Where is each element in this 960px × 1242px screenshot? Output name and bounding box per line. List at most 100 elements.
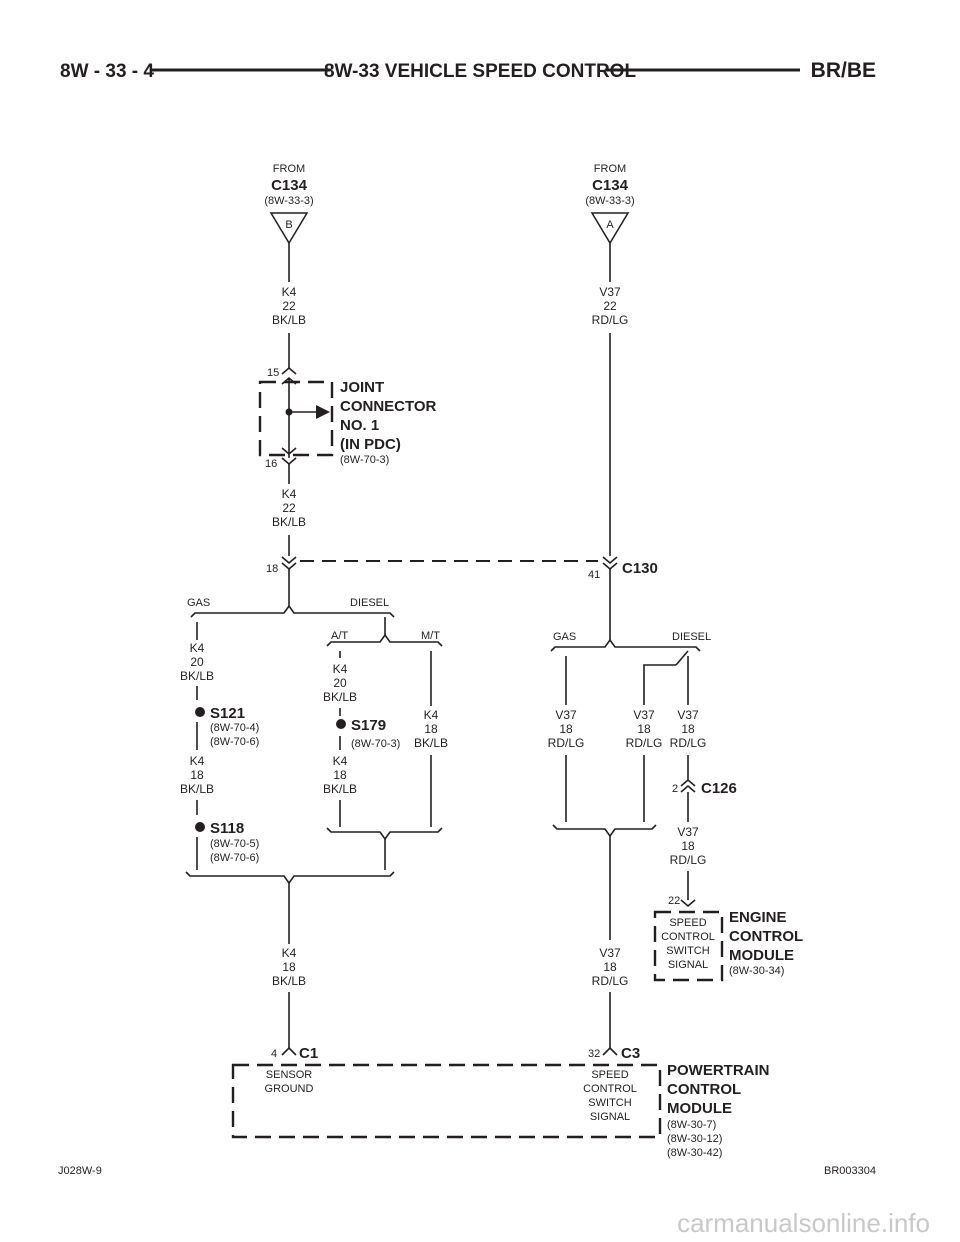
powertrain-control-module: 4 C1 SENSOR GROUND 32 C3 SPEED CONTROL S… xyxy=(231,1045,770,1159)
c126-name: C126 xyxy=(701,780,737,797)
connector-c126: 2 C126 xyxy=(672,778,737,797)
wire-circuit: V37 xyxy=(599,946,621,960)
ecm-circuit-3: SWITCH xyxy=(666,945,709,957)
c3-circuit-1: SPEED xyxy=(591,1069,628,1081)
feed-b-from: FROM xyxy=(273,163,305,175)
wire-label-k4-18-bottom: K4 18 BK/LB xyxy=(272,946,306,988)
engine-control-module: 22 SPEED CONTROL SWITCH SIGNAL ENGINE CO… xyxy=(653,895,803,982)
c130-right-chevron-top-icon xyxy=(602,556,618,565)
feed-a-triangle-icon xyxy=(590,212,630,245)
wire-label-v37-22-top: V37 22 RD/LG xyxy=(592,285,629,327)
pcm-ref-1: (8W-30-7) xyxy=(667,1119,716,1131)
s121-name: S121 xyxy=(210,705,245,722)
v37-option-gas: GAS xyxy=(553,631,576,643)
wire-gauge: 22 xyxy=(603,299,617,313)
wire-label-k4-18-mt: K4 18 BK/LB xyxy=(414,708,448,750)
ecm-title-1: ENGINE xyxy=(729,909,787,926)
wire-label-k4-20-gas: K4 20 BK/LB xyxy=(180,641,214,683)
wire-circuit: V37 xyxy=(677,708,699,722)
wire-gauge: 22 xyxy=(282,501,296,515)
wire-label-k4-20-at: K4 20 BK/LB xyxy=(323,662,357,704)
pcm-title-3: MODULE xyxy=(667,1100,732,1117)
wire-color: BK/LB xyxy=(272,313,306,327)
wire-circuit: V37 xyxy=(599,285,621,299)
joint-pin-top-icon xyxy=(281,366,297,375)
feed-c134-b: FROM C134 (8W-33-3) B xyxy=(264,163,314,245)
splice-s179: S179 (8W-70-3) xyxy=(336,717,400,750)
s118-name: S118 xyxy=(210,820,244,837)
feed-a-from: FROM xyxy=(594,163,626,175)
wire-color: RD/LG xyxy=(626,736,663,750)
k4-option-gas: GAS xyxy=(187,597,210,609)
wire-gauge: 18 xyxy=(603,960,617,974)
s121-ref-2: (8W-70-6) xyxy=(210,736,259,748)
joint-pin-bottom-icon xyxy=(281,457,297,466)
joint-title-3: NO. 1 xyxy=(340,417,379,434)
pcm-box xyxy=(231,1063,662,1139)
joint-title-4: (IN PDC) xyxy=(340,436,401,453)
joint-title-1: JOINT xyxy=(340,379,384,396)
c3-circuit-4: SIGNAL xyxy=(590,1111,630,1123)
k4-option-at: A/T xyxy=(331,630,348,642)
ecm-ref: (8W-30-34) xyxy=(729,965,784,977)
page-number: 8W - 33 - 4 xyxy=(60,61,154,82)
wire-gauge: 18 xyxy=(190,768,204,782)
wire-color: RD/LG xyxy=(670,736,707,750)
wire-label-v37-18-bottom: V37 18 RD/LG xyxy=(592,946,629,988)
k4-at-mt-branch xyxy=(326,633,443,647)
joint-arrow-icon xyxy=(316,405,330,419)
c130-name: C130 xyxy=(622,560,658,577)
c130-pin-18: 18 xyxy=(266,563,278,575)
feed-b-pin: B xyxy=(285,219,292,231)
k4-gas-diesel-branch xyxy=(190,604,395,618)
wire-label-k4-18-gas: K4 18 BK/LB xyxy=(180,754,214,796)
wire-color: BK/LB xyxy=(323,690,357,704)
ecm-circuit-1: SPEED xyxy=(669,917,706,929)
wire-color: RD/LG xyxy=(548,736,585,750)
s118-ref-2: (8W-70-6) xyxy=(210,852,259,864)
ecm-title-2: CONTROL xyxy=(729,928,803,945)
wire-color: BK/LB xyxy=(272,974,306,988)
wire-circuit: K4 xyxy=(333,754,348,768)
wire-circuit: K4 xyxy=(282,946,297,960)
feed-c134-a: FROM C134 (8W-33-3) A xyxy=(585,163,635,245)
wire-label-v37-18-ecm: V37 18 RD/LG xyxy=(670,825,707,867)
feed-b-ref: (8W-33-3) xyxy=(264,195,313,207)
c3-circuit-2: CONTROL xyxy=(583,1083,637,1095)
c3-circuit-3: SWITCH xyxy=(588,1097,631,1109)
s179-dot-icon xyxy=(336,719,346,729)
connector-c130: 18 41 C130 xyxy=(266,556,658,581)
splice-s121: S121 (8W-70-4) (8W-70-6) xyxy=(195,705,259,748)
c1-chevron-icon xyxy=(281,1046,297,1056)
v37-option-diesel: DIESEL xyxy=(672,631,711,643)
v37-gas-diesel-merge xyxy=(552,824,657,838)
ecm-box xyxy=(653,910,724,982)
ecm-pin-chevron-icon xyxy=(680,899,696,908)
joint-connector-box xyxy=(258,380,334,457)
ecm-title-3: MODULE xyxy=(729,947,794,964)
pcm-title-1: POWERTRAIN xyxy=(667,1062,770,1079)
joint-connector-no1: 15 16 JOINT CONNECTOR NO. 1 (IN PDC) (8W… xyxy=(258,366,437,470)
feed-a-ref: (8W-33-3) xyxy=(585,195,634,207)
s121-dot-icon xyxy=(195,707,205,717)
splice-s118: S118 (8W-70-5) (8W-70-6) xyxy=(195,820,259,864)
c126-chevron-bottom-icon xyxy=(680,784,696,793)
wire-gauge: 18 xyxy=(282,960,296,974)
joint-bottom-chevron-icon xyxy=(281,447,297,456)
wire-circuit: K4 xyxy=(282,285,297,299)
wire-gauge: 18 xyxy=(424,722,438,736)
pcm-ref-3: (8W-30-42) xyxy=(667,1147,722,1159)
wire-v37-d1-1 xyxy=(643,664,676,705)
feed-b-connector: C134 xyxy=(271,177,308,194)
footer-left-code: J028W-9 xyxy=(58,1165,102,1177)
s118-ref-1: (8W-70-5) xyxy=(210,838,259,850)
s118-dot-icon xyxy=(195,822,205,832)
feed-b-triangle-icon xyxy=(269,212,309,245)
wire-circuit: V37 xyxy=(555,708,577,722)
wire-label-v37-18-d2: V37 18 RD/LG xyxy=(670,708,707,750)
v37-gas-diesel-branch xyxy=(550,638,701,652)
wire-color: RD/LG xyxy=(670,853,707,867)
watermark: carmanualsonline.info xyxy=(677,1208,930,1238)
wire-circuit: K4 xyxy=(190,754,205,768)
wire-gauge: 20 xyxy=(190,655,204,669)
